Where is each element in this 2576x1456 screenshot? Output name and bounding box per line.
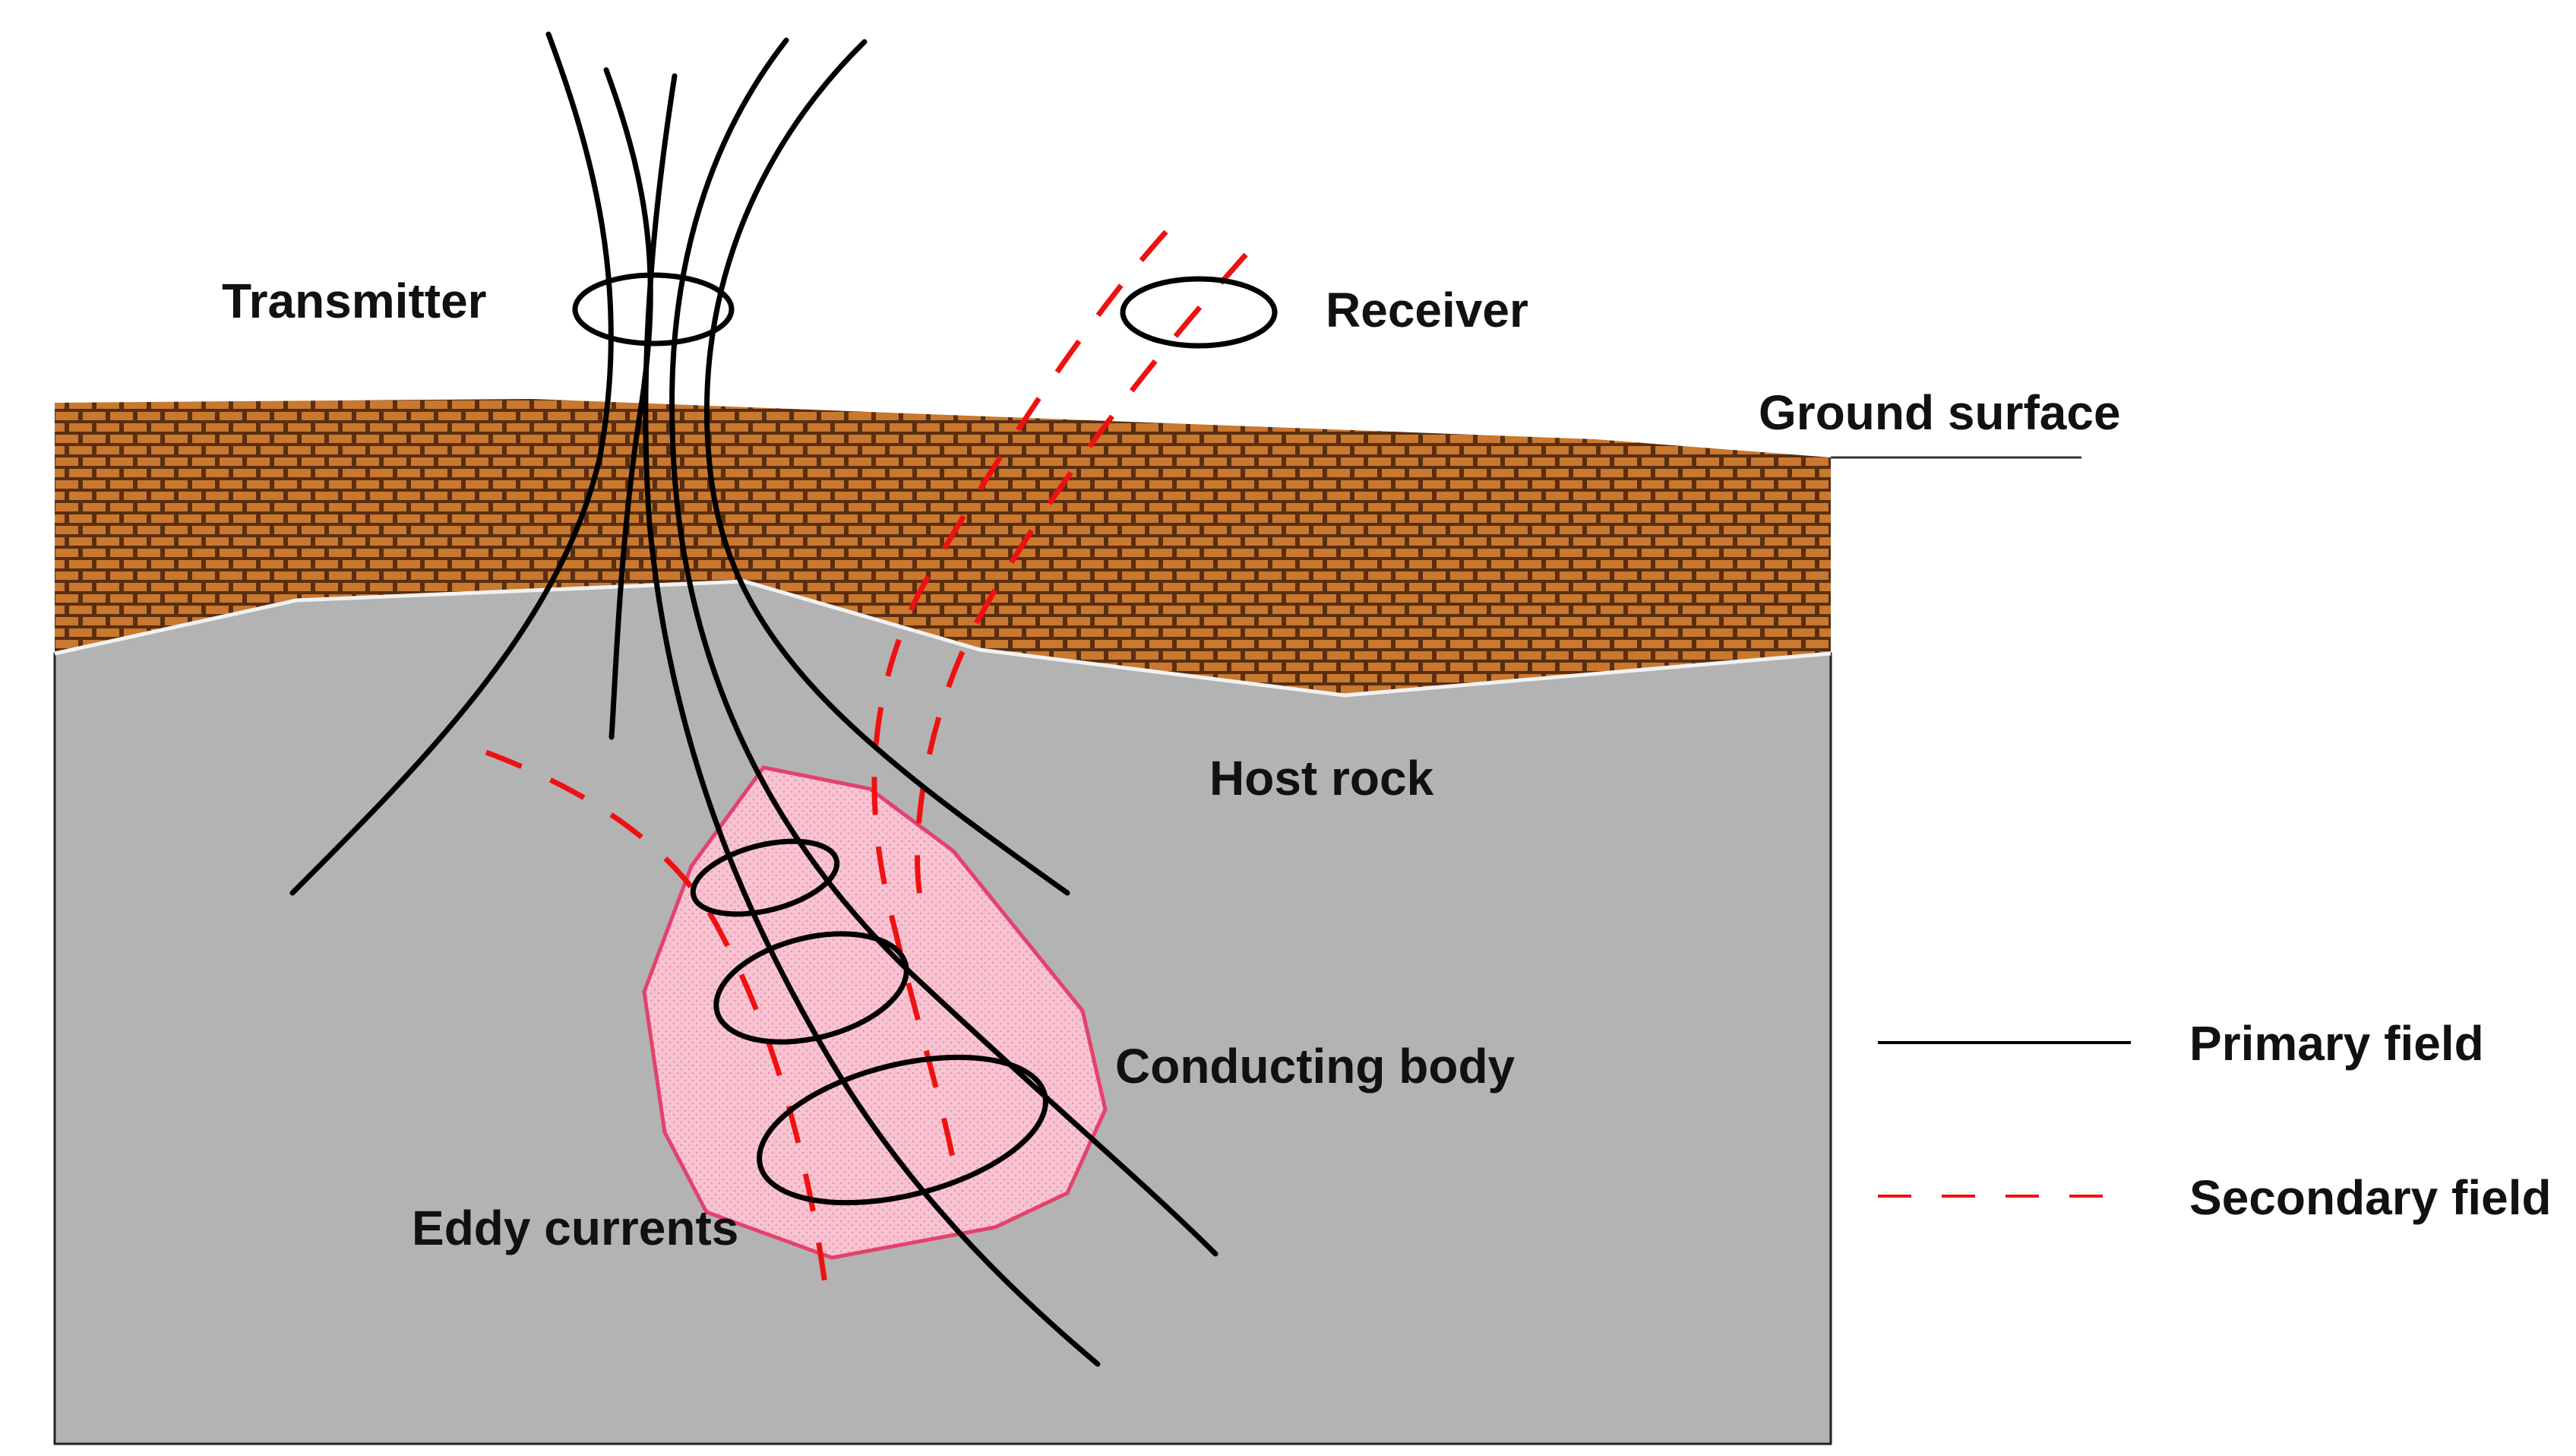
primary-field-line — [669, 37, 1218, 1257]
primary-field-line — [703, 39, 1070, 896]
receiver-loop — [1120, 276, 1278, 349]
eddy-current-loops — [690, 838, 1048, 1206]
primary-field-line — [643, 73, 1101, 1367]
eddy-current-loop — [713, 931, 909, 1045]
primary-field-line — [603, 67, 653, 740]
primary-field-lines — [289, 31, 1218, 1367]
legend-primary-label: Primary field — [2189, 1016, 2484, 1071]
eddy-current-loop — [690, 838, 840, 917]
secondary-field-line — [485, 749, 831, 1308]
transmitter-loop — [572, 272, 735, 347]
eddy-currents-label: Eddy currents — [412, 1201, 738, 1255]
eddy-current-loop — [757, 1054, 1048, 1206]
primary-field-line — [289, 31, 614, 896]
legend-secondary-label: Secondary field — [2189, 1170, 2552, 1225]
legend: Primary field Secondary field — [1878, 1016, 2552, 1225]
receiver-label: Receiver — [1326, 283, 1528, 337]
ground-surface-label: Ground surface — [1759, 385, 2121, 440]
secondary-field-lines — [485, 229, 1248, 1308]
soil-base-line — [54, 579, 1832, 698]
conducting-body-label: Conducting body — [1115, 1039, 1516, 1094]
secondary-field-line — [915, 252, 1248, 913]
host-rock-label: Host rock — [1209, 751, 1434, 806]
transmitter-label: Transmitter — [222, 274, 487, 328]
secondary-field-line — [871, 229, 1168, 1186]
